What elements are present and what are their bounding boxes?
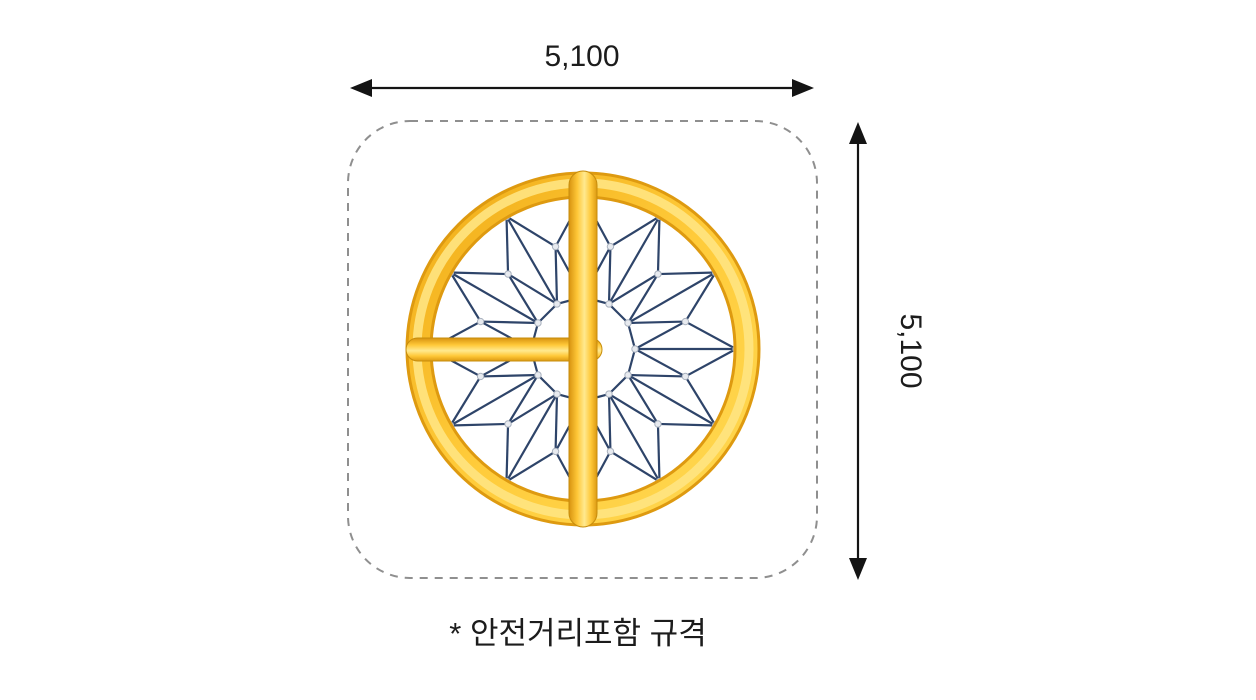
top-width-dimension: 5,100: [350, 40, 814, 97]
safety-zone-boundary: [347, 120, 818, 579]
safety-spec-note: * 안전거리포함 규격: [449, 616, 706, 651]
width-dimension-label: 5,100: [544, 40, 619, 73]
right-height-dimension: 5,100: [849, 122, 927, 580]
height-dimension-label: 5,100: [894, 313, 927, 388]
arrow-left-icon: [350, 79, 372, 97]
net-climber-top-view: [405, 170, 761, 528]
arrow-right-icon: [792, 79, 814, 97]
arrow-down-icon: [849, 558, 867, 580]
horizontal-support-bar: [405, 337, 603, 362]
arrow-up-icon: [849, 122, 867, 144]
vertical-support-bar: [568, 170, 598, 528]
